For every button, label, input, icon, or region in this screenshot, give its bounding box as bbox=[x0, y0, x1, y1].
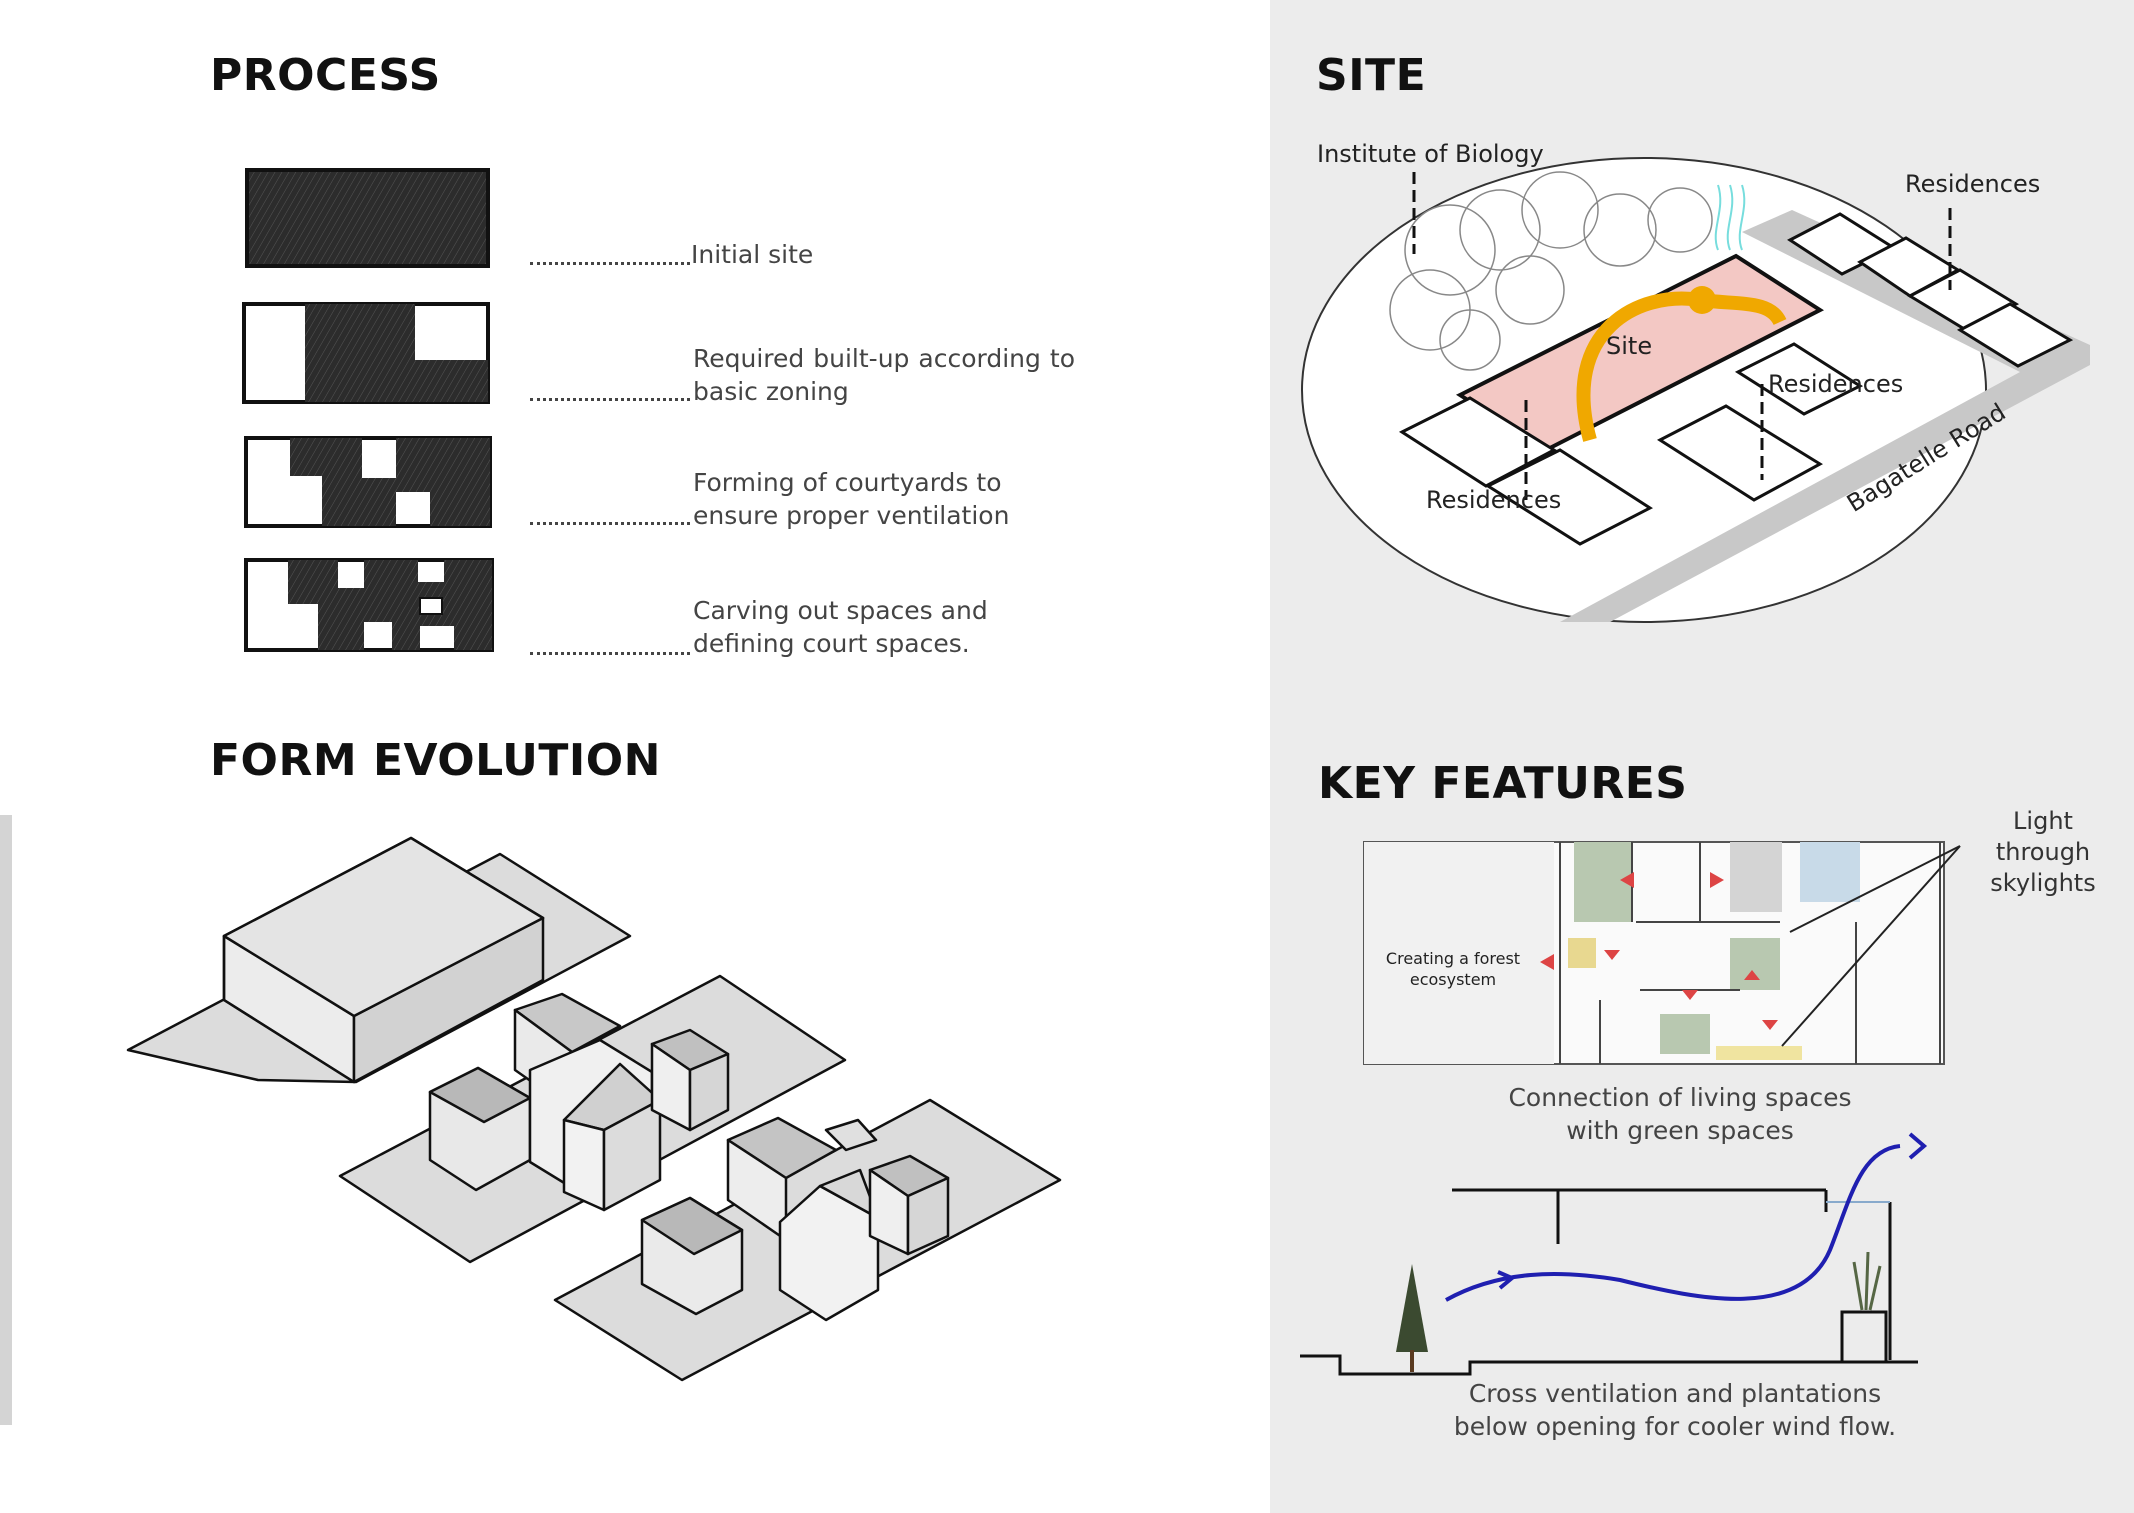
site-label-residences: Residences bbox=[1426, 486, 1562, 514]
process-step-2-sketch bbox=[242, 302, 490, 404]
tree-icon bbox=[1396, 1264, 1428, 1372]
leader-dots bbox=[530, 652, 690, 655]
process-step-1-sketch bbox=[245, 168, 490, 268]
process-heading: PROCESS bbox=[210, 50, 441, 101]
skylight-leaders bbox=[1781, 845, 1961, 1047]
residence-blocks bbox=[1398, 212, 2074, 546]
site-heading: SITE bbox=[1316, 50, 1427, 101]
airflow-path bbox=[1445, 1144, 1901, 1302]
tree-cluster bbox=[1389, 171, 1713, 371]
skylight-note: Light through skylights bbox=[1990, 807, 2096, 897]
section-caption: Cross ventilation and plantations below … bbox=[1453, 1379, 1897, 1441]
form-massing-2 bbox=[338, 974, 847, 1264]
process-step-label: Initial site bbox=[691, 240, 814, 269]
site-label-institute: Institute of Biology bbox=[1317, 140, 1544, 168]
wind-icon bbox=[1714, 184, 1746, 251]
left-edge-bar bbox=[0, 815, 12, 1425]
form-massing-3 bbox=[553, 1098, 1062, 1382]
form-massing-1 bbox=[126, 836, 632, 1084]
sun-path bbox=[1576, 291, 1787, 442]
process-step-4-sketch bbox=[244, 558, 494, 652]
process-step-3-sketch bbox=[244, 436, 492, 528]
leader-dots bbox=[530, 262, 690, 265]
sun-icon bbox=[1688, 286, 1716, 314]
process-step-label: Required built-up according to basic zon… bbox=[693, 344, 1075, 406]
site-label-residences: Residences bbox=[1905, 170, 2041, 198]
plan-caption: Connection of living spaces with green s… bbox=[1508, 1083, 1852, 1145]
flow-arrow-icons bbox=[1540, 872, 1778, 1030]
plant-icon bbox=[1852, 1251, 1882, 1311]
leader-dots bbox=[530, 398, 690, 401]
airflow-arrow-icon bbox=[1908, 1132, 1928, 1160]
process-step-label: Forming of courtyards to ensure proper v… bbox=[693, 468, 1010, 530]
site-leader-lines bbox=[1412, 172, 1952, 500]
process-step-label: Carving out spaces and defining court sp… bbox=[693, 596, 988, 658]
key-features-heading: KEY FEATURES bbox=[1318, 758, 1688, 809]
leader-dots bbox=[530, 522, 690, 525]
site-label-residences: Residences bbox=[1768, 370, 1904, 398]
site-label-site: Site bbox=[1606, 332, 1653, 360]
forest-note: Creating a forest ecosystem bbox=[1385, 949, 1521, 989]
form-evolution-heading: FORM EVOLUTION bbox=[210, 735, 661, 786]
